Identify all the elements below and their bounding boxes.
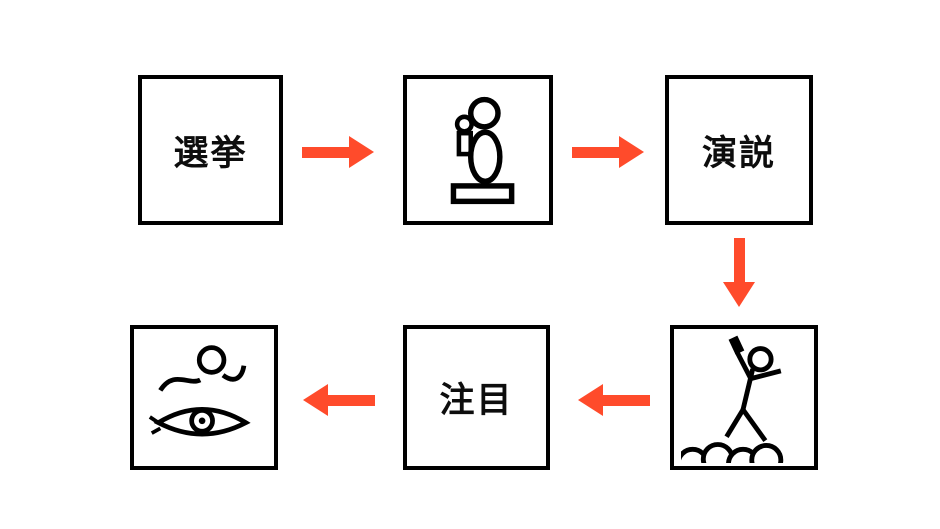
speaker-at-podium-icon [428,93,528,207]
flow-box-election: 選挙 [138,75,283,225]
flow-box-podium-speech [403,75,553,225]
arrow-shaft [302,146,349,158]
performer-over-crowd-icon [681,332,807,463]
arrow-shaft [572,146,619,158]
arrow-right-icon [302,136,374,168]
election-label: 選挙 [173,133,248,173]
arrow-shaft [603,394,650,406]
flow-box-observer [130,325,278,470]
flow-box-excited-performer [670,325,818,470]
arrow-down-icon [723,238,755,307]
speech-label: 演説 [701,133,776,173]
arrow-shaft [328,394,375,406]
arrow-head [723,282,755,307]
flow-box-attention: 注目 [403,325,550,470]
flow-box-speech: 演説 [665,75,813,225]
arrow-head [578,384,603,416]
arrow-left-icon [303,384,375,416]
arrow-left-icon [578,384,650,416]
arrow-head [619,136,644,168]
attention-label: 注目 [439,381,514,420]
arrow-head [349,136,374,168]
arrow-head [303,384,328,416]
person-and-eye-icon [147,341,261,455]
arrow-shaft [733,238,745,282]
arrow-right-icon [572,136,644,168]
